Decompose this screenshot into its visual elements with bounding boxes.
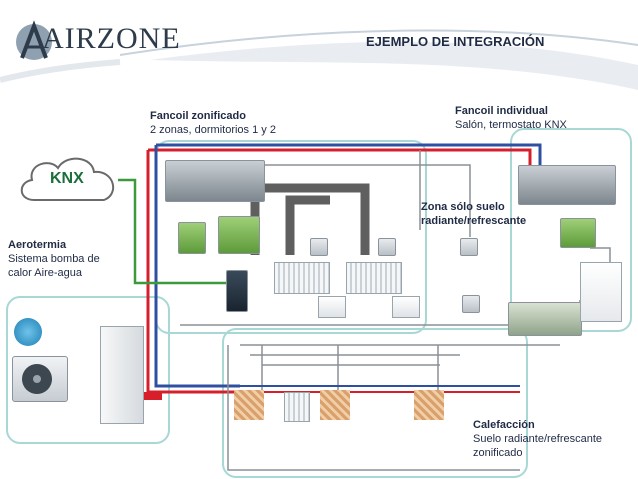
knx-cloud: KNX: [14, 150, 124, 210]
calefaccion-line2: zonificado: [473, 447, 523, 459]
heat-pump-outdoor-unit: [12, 356, 68, 402]
water-tag: [144, 392, 162, 400]
zone-module-b: [378, 238, 396, 256]
knx-thermostat: [580, 262, 622, 322]
air-grille-2: [346, 262, 402, 294]
aerotermia-badge: [14, 318, 42, 346]
fancoil-individual-subtitle: Salón, termostato KNX: [455, 119, 567, 131]
controller-module-1: [178, 222, 206, 254]
aerotermia-line2: calor Aire-agua: [8, 267, 82, 279]
airzone-a-icon: [16, 20, 52, 60]
floor-circuit-1: [234, 390, 264, 420]
fancoil-zonificado-label: Fancoil zonificado 2 zonas, dormitorios …: [150, 109, 276, 137]
calefaccion-label: Calefacción Suelo radiante/refrescante z…: [473, 418, 602, 460]
power-supply-module: [226, 270, 248, 312]
logo-text: AIRZONE: [42, 22, 181, 55]
floor-circuit-2: [320, 390, 350, 420]
heat-pump-indoor-unit: [100, 326, 144, 424]
cloud-icon: [20, 157, 115, 201]
air-grille-1: [274, 262, 330, 294]
zone-module-d: [462, 295, 480, 313]
fancoil-individual-label: Fancoil individual Salón, termostato KNX: [455, 104, 567, 132]
page-title: EJEMPLO DE INTEGRACIÓN: [366, 34, 545, 49]
floor-heating-panel: [222, 328, 528, 478]
radiator-panel: [284, 392, 310, 422]
controller-module-2: [218, 216, 260, 254]
floor-circuit-3: [414, 390, 444, 420]
zona-suelo-title: Zona sólo suelo: [421, 201, 505, 213]
aerotermia-line1: Sistema bomba de: [8, 253, 100, 265]
fan-icon: [22, 364, 52, 394]
calefaccion-title: Calefacción: [473, 419, 535, 431]
aerotermia-title: Aerotermia: [8, 239, 67, 251]
fancoil-individual-unit: [518, 165, 616, 205]
fancoil-zonificado-title: Fancoil zonificado: [150, 110, 246, 122]
knx-gateway-module: [560, 218, 596, 248]
calefaccion-line1: Suelo radiante/refrescante: [473, 433, 603, 445]
zona-suelo-label: Zona sólo suelo radiante/refrescante: [421, 200, 526, 228]
central-controller: [508, 302, 582, 336]
knx-label: KNX: [50, 170, 84, 187]
aerotermia-label: Aerotermia Sistema bomba de calor Aire-a…: [8, 238, 100, 280]
fancoil-zonificado-unit: [165, 160, 265, 202]
aerotermia-panel: [6, 296, 170, 444]
thermostat-touch-1: [318, 296, 346, 318]
airzone-logo: AIRZONE: [12, 20, 192, 64]
zone-module-c: [460, 238, 478, 256]
zona-suelo-subtitle: radiante/refrescante: [421, 215, 527, 227]
fancoil-individual-title: Fancoil individual: [455, 105, 548, 117]
fancoil-zonificado-subtitle: 2 zonas, dormitorios 1 y 2: [150, 124, 276, 136]
zone-module-a: [310, 238, 328, 256]
thermostat-touch-2: [392, 296, 420, 318]
